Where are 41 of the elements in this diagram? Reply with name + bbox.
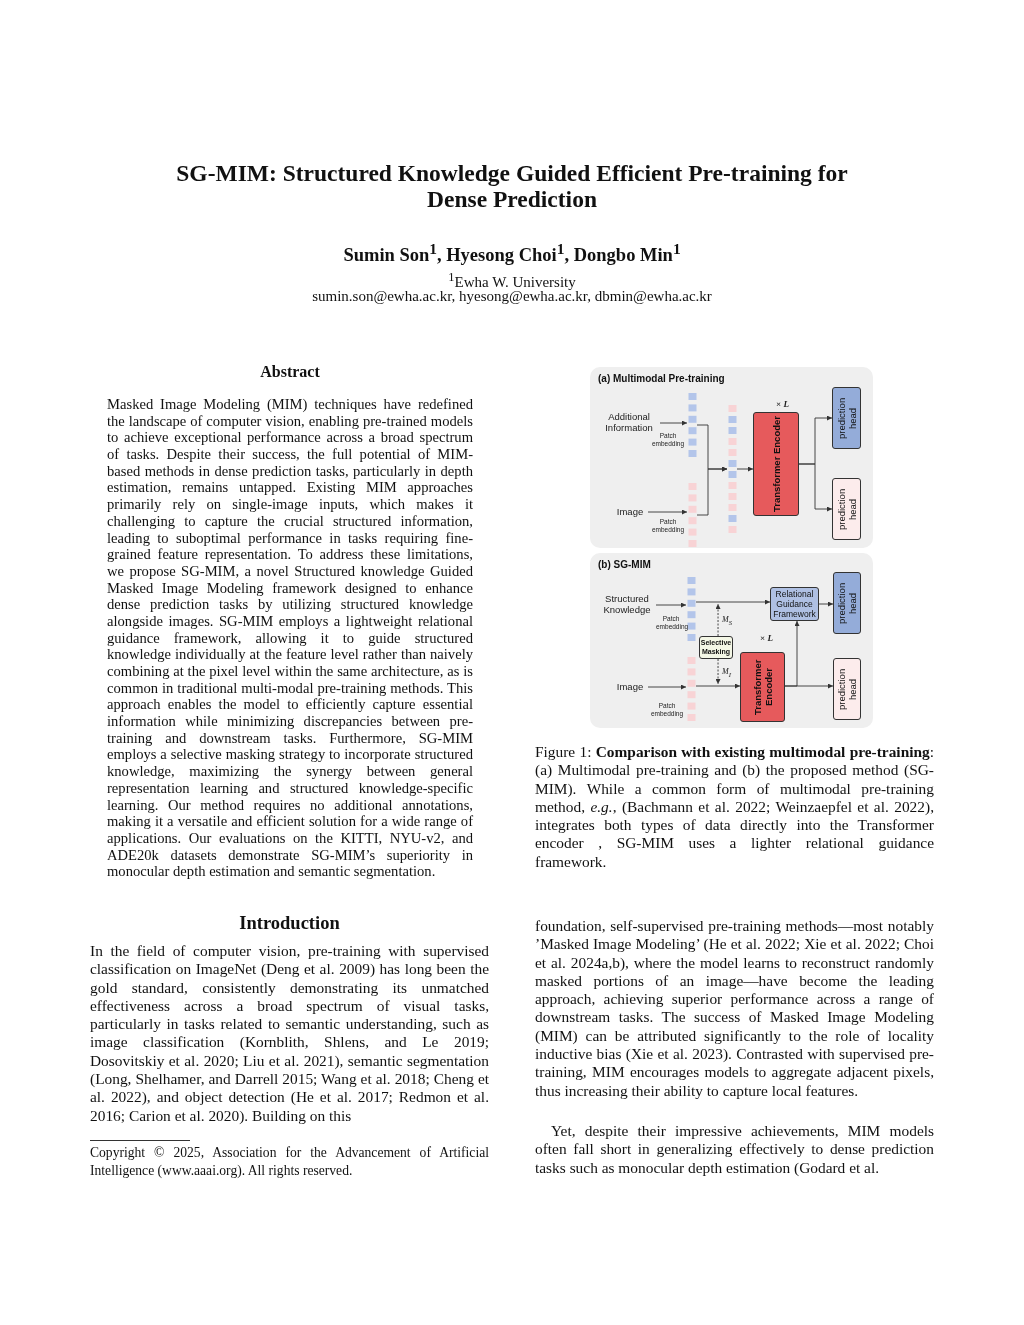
encoder-block — [753, 412, 799, 516]
prediction-head-box — [832, 387, 861, 449]
block-label: prediction head — [836, 581, 858, 626]
edge-label: M$_{I}$ — [721, 666, 732, 679]
block-label: prediction head — [835, 487, 858, 532]
token-column — [728, 405, 737, 533]
input-label: Additional Information — [600, 411, 658, 435]
affiliation: $^{1}$Ewha W. University — [447, 269, 577, 291]
token-column — [688, 393, 697, 457]
edge-label: M$_{S}$ — [721, 615, 734, 627]
prediction-head-box — [833, 572, 861, 634]
block-label: Transformer Encoder — [770, 415, 782, 513]
repeat-label: × L — [760, 633, 773, 643]
body-paragraph: Yet, despite their impressive achievements, MIM models often fall short in generalizing effectively to dense prediction tasks such as monocular depth estimation (Godard et al. — [535, 1122, 934, 1177]
panel-title: (a) Multimodal Pre-training — [598, 373, 725, 385]
footnote: Copyright © 2025, Association for the Advancement of Artificial Intelligence (www.aaai.org). All rights reserved. — [90, 1144, 489, 1179]
input-label: Structured Knowledge — [600, 593, 654, 617]
body-paragraph: In the field of computer vision, pre-training with supervised classification on ImageNet (Deng et al. 2009) has long been the gold standard, consistently demonstrating its unmatched effectiveness across a broad spectrum of visual tasks, particularly in tasks related to semantic understanding, such as image classification (Kornblith, Shlens, and Le 2019; Dosovitskiy et al. 2020; Liu et al. 2021), semantic segmentation (Long, Shelhamer, and Darrell 2015; Wang et al. 2018; Cheng et al. 2022), and object detection (He et al. 2017; Redmon et al. 2016; Carion et al. 2020). Building on this — [90, 942, 489, 1125]
encoder-block — [740, 652, 785, 722]
input-label: Image — [614, 506, 646, 518]
token-column — [687, 657, 696, 721]
block-label: prediction head — [836, 667, 858, 712]
figure-caption: Figure 1: Comparison with existing multimodal pre-training: (a) Multimodal pre-training and (b) the proposed method (SG-MIM). While a common form of multimodal pre-training method, e.g., (Bachmann et al. 2022; Weinzaepfel et al. 2022), integrates both types of data directly into the Transformer encoder , SG-MIM uses a lighter relational guidance framework. — [535, 743, 934, 872]
panel — [590, 553, 873, 728]
token-column — [688, 483, 697, 547]
section-heading: Abstract — [259, 362, 321, 381]
token-column — [687, 577, 696, 641]
author-list: Sumin Son$^{1}$, Hyesong Choi$^{1}$, Dongbo Min$^{1}$ — [0, 238, 1024, 267]
panel-title: (b) SG-MIM — [598, 559, 651, 571]
input-label: Image — [614, 681, 646, 693]
body-paragraph: foundation, self-supervised pre-training methods—most notably ’Masked Image Modeling’ (He et al. 2022; Xie et al. 2022; Choi et al. 2024a,b), where the model learns to reconstruct randomly masked portions of an image—have become the leading approach, achieving superior performance across a range of downstream tasks. The success of Masked Image Modeling (MIM) can be attributed significantly to the role of locality inductive bias (Xie et al. 2023). Contrasted with supervised pre-training, MIM encourages models to aggregate adjacent pixels, thus increasing their ability to capture local features. — [535, 917, 934, 1100]
prediction-head-box — [833, 658, 861, 720]
panel — [590, 367, 873, 548]
block-label: Relational Guidance Framework — [772, 589, 817, 619]
paper-title: SG-MIM: Structured Knowledge Guided Efficient Pre-training for Dense Prediction — [175, 160, 849, 212]
block-label: prediction head — [835, 396, 858, 441]
prediction-head-box — [832, 478, 861, 540]
block-label: Transformer Encoder — [751, 658, 774, 717]
abstract-paragraph: Masked Image Modeling (MIM) techniques have redefined the landscape of computer vision, enabling pre-trained models to achieve exceptional performance across a broad spectrum of tasks. Despite their success, the full potential of MIM-based methods in dense prediction tasks, particularly in depth estimation, remains untapped. Existing MIM approaches primarily rely on single-image inputs, which makes it challenging to capture the crucial structured information, leading to suboptimal performance in tasks requiring fine-grained feature representation. To address these limitations, we propose SG-MIM, a novel Structured knowledge Guided Masked Image Modeling framework designed to enhance dense prediction tasks by utilizing structured knowledge alongside images. SG-MIM employs a lightweight relational guidance framework, allowing it to guide structured knowledge individually at the feature level rather than naively combining at the pixel level within the same architecture, as is common in traditional multi-modal pre-training methods. This approach enables the model to efficiently capture essential information while minimizing discrepancies between pre-training and downstream tasks. Furthermore, SG-MIM employs a selective masking strategy to incorporate structured knowledge, maximizing the synergy between general representation learning and structured knowledge-specific learning. Our method requires no additional annotations, making it a versatile and efficient solution for a wide range of applications. Our evaluations on the KITTI, NYU-v2, and ADE20k datasets demonstrate SG-MIM’s superiority in monocular depth estimation and semantic segmentation. — [107, 396, 473, 880]
repeat-label: × L — [776, 399, 789, 409]
section-heading: Introduction — [238, 912, 341, 934]
